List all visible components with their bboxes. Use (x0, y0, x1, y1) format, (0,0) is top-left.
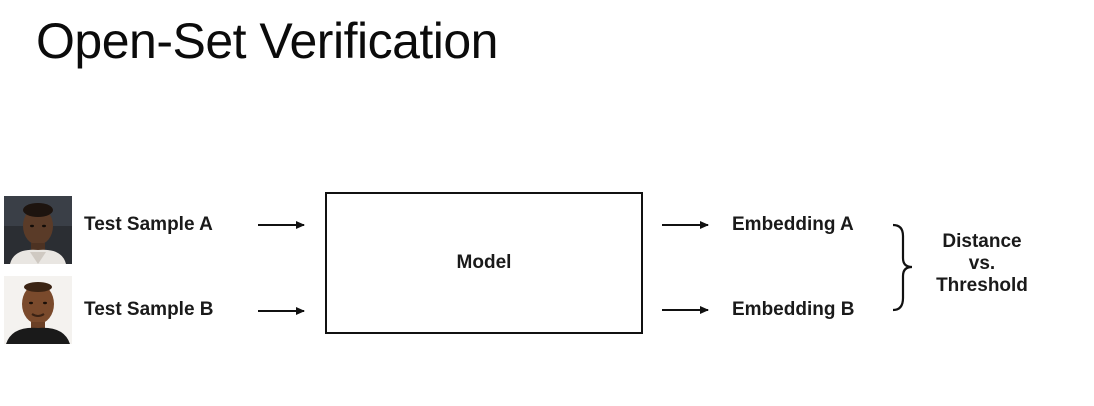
distance-vs-threshold: Distance vs. Threshold (920, 231, 1044, 297)
vs-line: vs. (968, 253, 996, 274)
curly-brace (892, 223, 913, 312)
threshold-line: Threshold (936, 275, 1028, 296)
page-title: Open-Set Verification (36, 13, 499, 69)
embedding-a-label: Embedding A (732, 214, 854, 235)
test-sample-b-label: Test Sample B (84, 299, 214, 320)
model-box: Model (325, 192, 643, 334)
person-photo-b-image (4, 276, 72, 344)
test-sample-a-label: Test Sample A (84, 214, 213, 235)
model-label: Model (456, 252, 512, 273)
distance-line: Distance (942, 231, 1022, 252)
embedding-b-label: Embedding B (732, 299, 855, 320)
person-photo-b (4, 276, 72, 344)
person-photo-a (4, 196, 72, 264)
person-photo-a-image (4, 196, 72, 264)
